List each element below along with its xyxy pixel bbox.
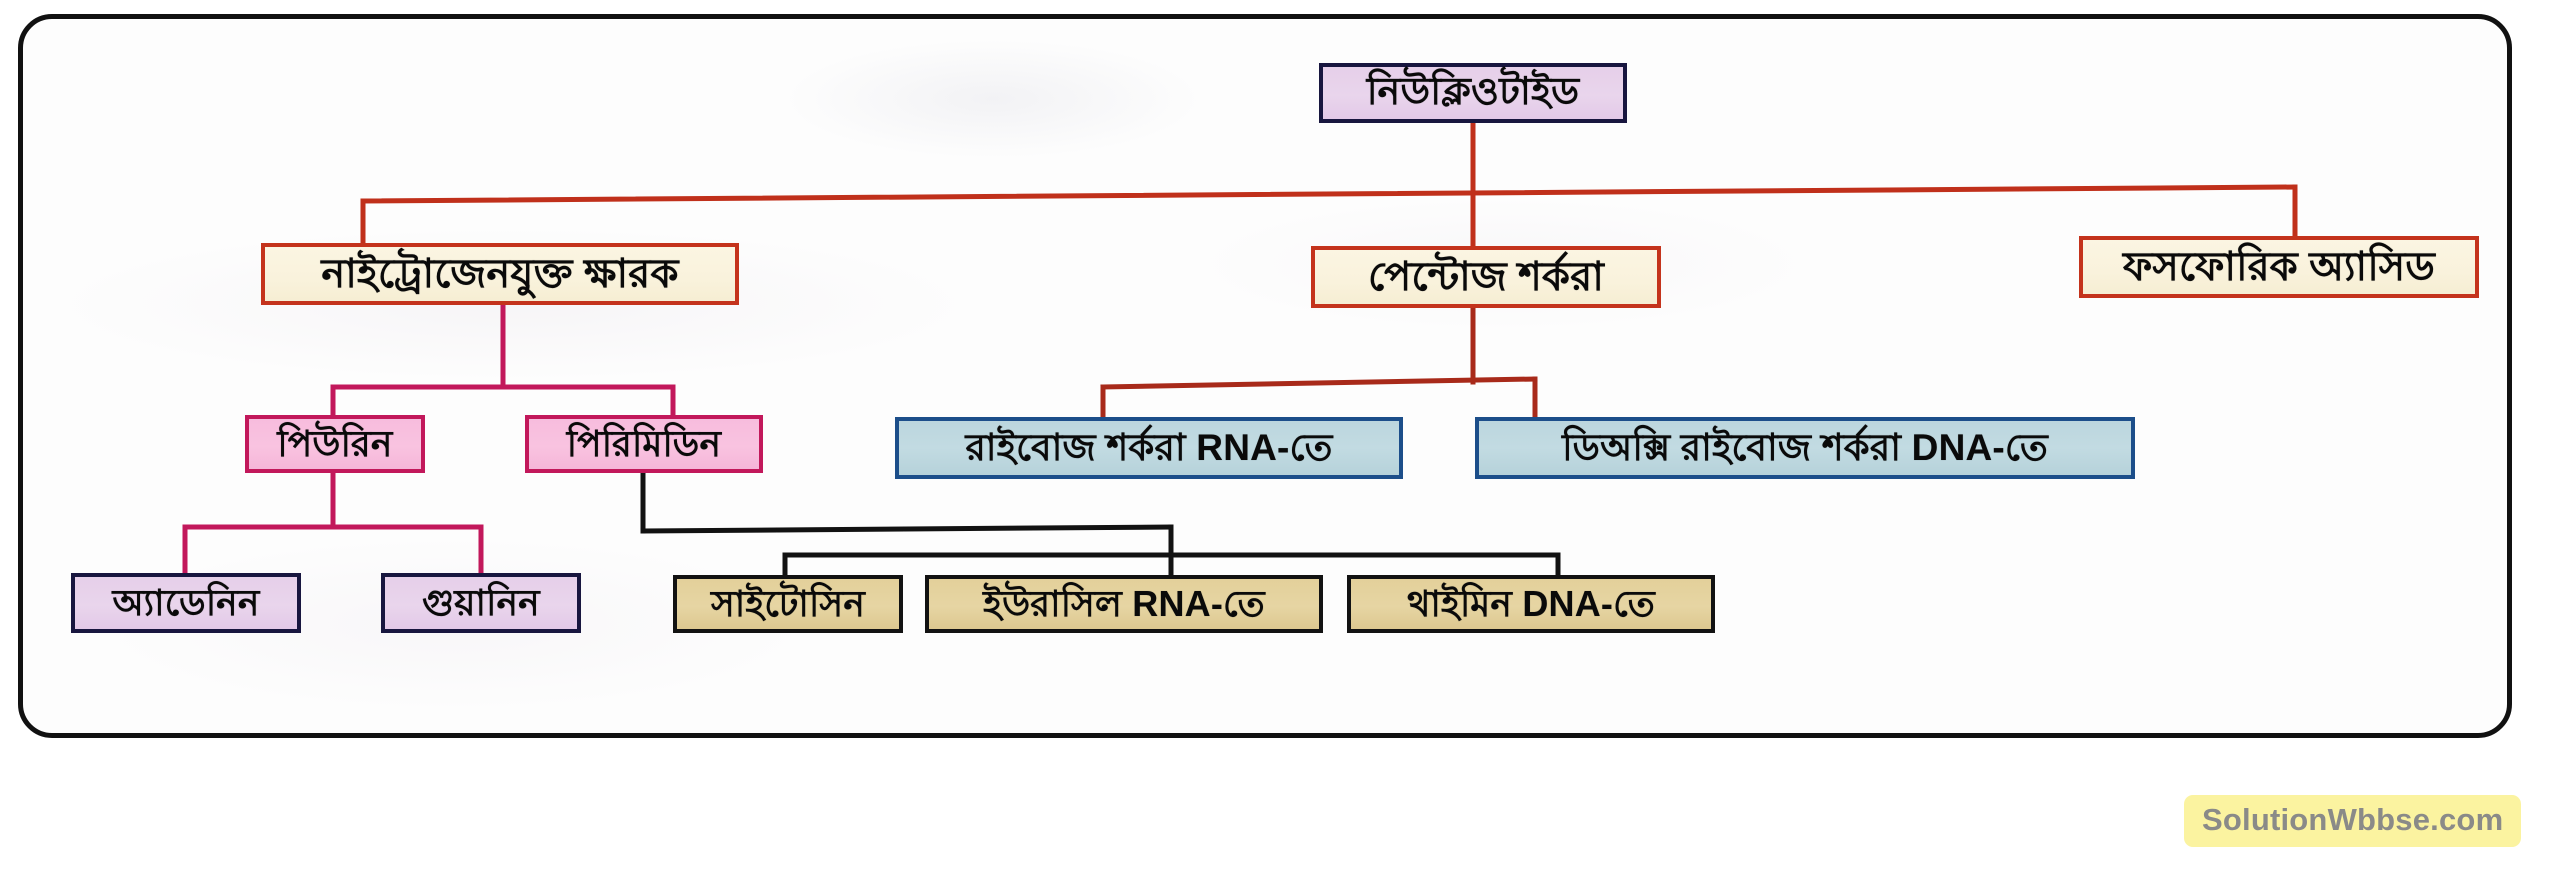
- edge-group-purine: [182, 470, 484, 574]
- edge-group-nucleotide: [360, 116, 2298, 250]
- diagram-frame: নিউক্লিওটাইড নাইট্রোজেনযুক্ত ক্ষারক পেন্…: [18, 14, 2512, 738]
- edge-nucleotide-bus: [360, 184, 2298, 204]
- edge-group-pyrimidine: [640, 470, 1561, 578]
- node-adenine[interactable]: অ্যাডেনিন: [71, 573, 301, 633]
- edge-pentose-sugar-bus: [1100, 376, 1538, 390]
- edge-group-pentose-sugar: [1100, 303, 1538, 420]
- node-ribose-sugar[interactable]: রাইবোজ শর্করা RNA-তে: [895, 417, 1403, 479]
- node-deoxyribose-sugar[interactable]: ডিঅক্সি রাইবোজ শর্করা DNA-তে: [1475, 417, 2135, 479]
- node-uracil[interactable]: ইউরাসিল RNA-তে: [925, 575, 1323, 633]
- node-purine[interactable]: পিউরিন: [245, 415, 425, 473]
- node-pyrimidine[interactable]: পিরিমিডিন: [525, 415, 763, 473]
- node-phosphoric-acid[interactable]: ফসফোরিক অ্যাসিড: [2079, 236, 2479, 298]
- node-thymine[interactable]: থাইমিন DNA-তে: [1347, 575, 1715, 633]
- node-cytosine[interactable]: সাইটোসিন: [673, 575, 903, 633]
- connector-lines: [182, 116, 2298, 578]
- node-pentose-sugar[interactable]: পেন্টোজ শর্করা: [1311, 246, 1661, 308]
- node-nucleotide[interactable]: নিউক্লিওটাইড: [1319, 63, 1627, 123]
- edge-pyrimidine-upper-bus: [640, 524, 1174, 534]
- node-guanine[interactable]: গুয়ানিন: [381, 573, 581, 633]
- edge-group-nitrogenous-base: [330, 299, 676, 420]
- watermark-badge: SolutionWbbse.com: [2184, 795, 2522, 847]
- node-nitrogenous-base[interactable]: নাইট্রোজেনযুক্ত ক্ষারক: [261, 243, 739, 305]
